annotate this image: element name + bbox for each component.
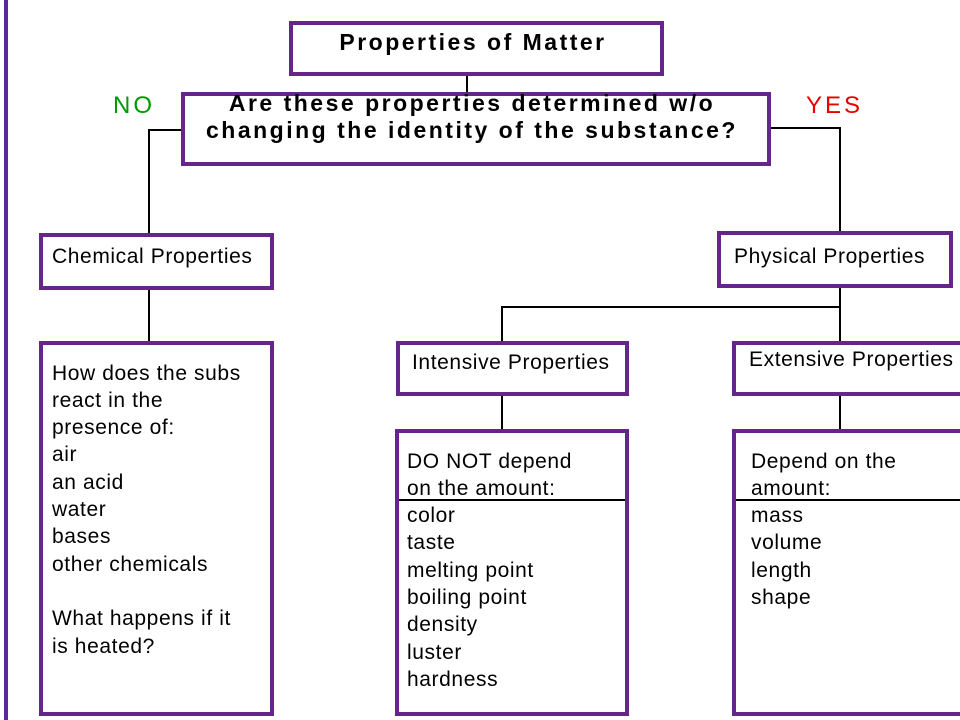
reactant-item: an acid [52,470,124,494]
chemical-properties-box: Chemical Properties [39,233,274,290]
extensive-details-box: Depend on the amount: mass volume length… [732,429,960,716]
intensive-example-item: color [407,504,456,528]
extensive-details-text: Depend on the amount: mass volume length… [751,448,897,612]
diagram-title: Properties of Matter [339,29,607,55]
intensive-example-item: boiling point [407,586,527,610]
extensive-properties-box: Extensive Properties [732,341,960,396]
intensive-example-item: luster [407,640,462,664]
extensive-definition-line: Depend on the [751,449,897,473]
chemical-details-box: How does the subs react in the presence … [39,341,274,716]
connector-intensive-to-details [501,396,503,429]
reactant-item: other chemicals [52,552,209,576]
yes-branch-label: YES [806,92,864,119]
connector-to-intensive [501,306,503,341]
intensive-definition-line: on the amount: [407,476,556,500]
extensive-example-item: mass [751,504,804,528]
physical-properties-label: Physical Properties [734,245,926,268]
connector-extensive-to-details [839,396,841,429]
intensive-definition-line: DO NOT depend [407,449,572,473]
extensive-properties-label: Extensive Properties [749,348,954,371]
intensive-divider [399,499,625,501]
chemical-details-text: How does the subs react in the presence … [52,360,241,660]
intensive-example-item: density [407,613,478,637]
no-branch-label: NO [113,92,155,119]
extensive-definition-line: amount: [751,476,832,500]
extensive-example-item: shape [751,586,812,610]
chemical-intro-line: presence of: [52,416,175,440]
extensive-example-item: volume [751,531,823,555]
extensive-example-item: length [751,558,812,582]
intensive-properties-box: Intensive Properties [396,341,629,396]
connector-title-to-question [466,76,468,92]
intensive-example-item: hardness [407,667,499,691]
question-text: Are these properties determined w/o chan… [185,90,759,144]
connector-yes-vertical [839,127,841,231]
chemical-intro-line: react in the [52,388,164,412]
physical-properties-box: Physical Properties [717,231,953,288]
intensive-example-item: melting point [407,558,534,582]
extensive-divider [736,499,960,501]
connector-physical-down [839,288,841,341]
connector-no-vertical [148,129,150,233]
connector-chemical-to-details [148,290,150,341]
intensive-example-item: taste [407,531,456,555]
chemical-properties-label: Chemical Properties [52,245,253,268]
page-left-border [4,0,8,720]
title-box: Properties of Matter [289,21,664,76]
intensive-details-box: DO NOT depend on the amount: color taste… [395,429,629,716]
intensive-details-text: DO NOT depend on the amount: color taste… [407,448,572,694]
connector-no-horizontal [148,129,181,131]
chemical-intro-line: How does the subs [52,361,241,385]
connector-yes-horizontal [771,127,841,129]
heat-question-line: is heated? [52,634,155,658]
reactant-item: bases [52,525,112,549]
question-box: Are these properties determined w/o chan… [181,90,771,166]
reactant-item: air [52,443,78,467]
reactant-item: water [52,498,107,522]
heat-question-line: What happens if it [52,607,231,631]
question-line: changing the identity of the substance? [206,117,738,143]
intensive-properties-label: Intensive Properties [412,351,610,374]
question-line: Are these properties determined w/o [228,90,716,116]
connector-physical-split-horizontal [501,306,841,308]
